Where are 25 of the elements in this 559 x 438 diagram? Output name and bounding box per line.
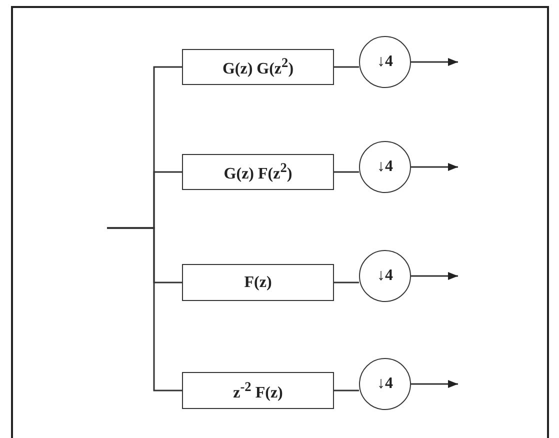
- node-label: ↓4: [377, 375, 393, 393]
- connector-line: [334, 390, 359, 392]
- node-label: z$^{-2}$ F(z): [233, 378, 283, 402]
- node-label: F(z): [244, 274, 272, 292]
- connector-line: [107, 227, 182, 392]
- arrow: [411, 272, 458, 280]
- node-label: ↓4: [377, 53, 393, 71]
- connector-line: [334, 66, 359, 68]
- arrow: [411, 58, 458, 66]
- downsampler-circle: [359, 36, 411, 88]
- node-label: G(z) F(z$^{2}$): [224, 160, 292, 184]
- arrow: [411, 163, 458, 171]
- downsampler-circle: [359, 250, 411, 302]
- downsampler-circle: [359, 358, 411, 410]
- node-label: ↓4: [377, 267, 393, 285]
- filter-box: [182, 49, 334, 85]
- node-label: ↓4: [377, 158, 393, 176]
- filter-box: [182, 154, 334, 190]
- arrow: [411, 380, 458, 388]
- downsampler-circle: [359, 141, 411, 193]
- connector-line: [334, 282, 359, 284]
- filter-box: [182, 264, 334, 301]
- filter-box: [182, 372, 334, 409]
- connector-line: [334, 171, 359, 173]
- node-label: G(z) G(z$^{2}$): [222, 55, 294, 79]
